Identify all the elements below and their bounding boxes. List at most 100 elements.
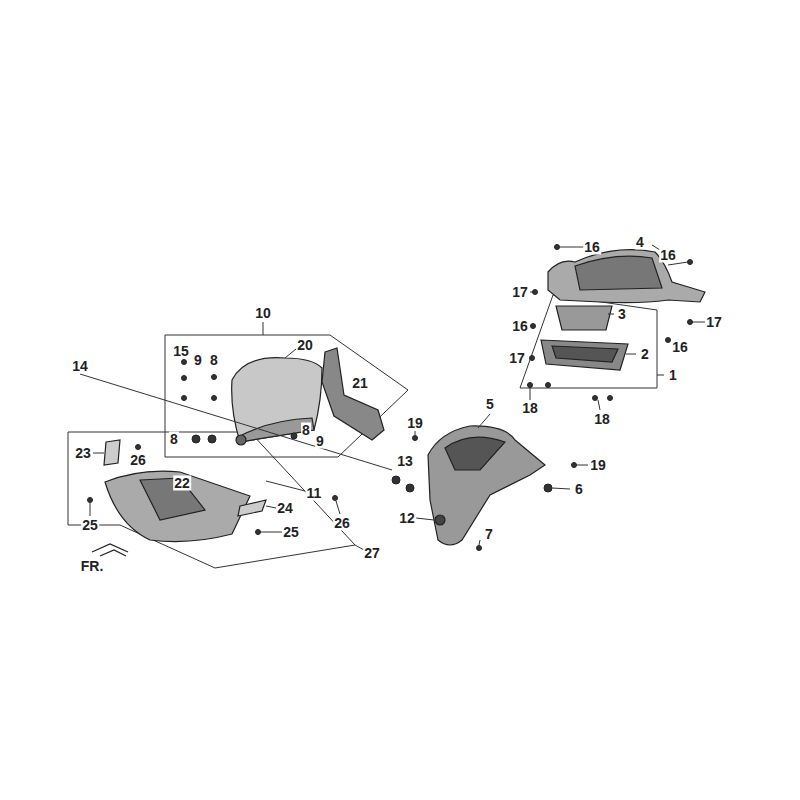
callout-number: 25 — [282, 525, 300, 540]
windscreen — [232, 358, 322, 442]
callout-number: 20 — [296, 338, 314, 353]
fasteners — [212, 375, 217, 380]
group-outline — [165, 335, 408, 457]
front-inner-cover — [428, 426, 545, 545]
callout-number: 13 — [396, 454, 414, 469]
callout-number: 26 — [129, 453, 147, 468]
fasteners — [555, 245, 560, 250]
leader-line — [415, 431, 416, 435]
meter-cover — [548, 250, 705, 303]
windscreen-bracket — [322, 348, 384, 440]
fasteners — [546, 383, 551, 388]
callout-number: 1 — [668, 368, 678, 383]
leader-line — [285, 349, 296, 358]
fasteners — [688, 260, 693, 265]
callout-number: 25 — [81, 518, 99, 533]
group-outline — [68, 432, 355, 568]
group-outline — [68, 295, 664, 568]
fasteners — [192, 435, 200, 443]
fasteners — [212, 396, 217, 401]
fasteners — [182, 396, 187, 401]
fasteners — [533, 290, 538, 295]
leader-line — [80, 245, 705, 545]
meter-panel — [541, 340, 628, 370]
fasteners — [544, 484, 552, 492]
fasteners — [477, 546, 482, 551]
callout-number: 7 — [484, 527, 494, 542]
callout-number: 18 — [593, 412, 611, 427]
meter-panel — [556, 306, 612, 330]
windscreen — [240, 418, 314, 442]
fasteners — [88, 245, 693, 551]
callout-number: 9 — [315, 434, 325, 449]
front-inner-cover — [435, 515, 445, 525]
callout-number: 5 — [485, 397, 495, 412]
callout-number: 16 — [583, 240, 601, 255]
callout-number: 2 — [640, 347, 650, 362]
leader-line — [80, 374, 392, 470]
front-arrow — [92, 544, 128, 556]
fasteners — [208, 435, 216, 443]
callout-number: 21 — [351, 376, 369, 391]
leader-line — [530, 292, 533, 293]
leader-line — [530, 388, 531, 400]
front-arrow — [100, 550, 126, 556]
callout-number: 8 — [169, 432, 179, 447]
leader-line — [266, 481, 305, 491]
fasteners — [666, 338, 671, 343]
callout-number: 14 — [71, 359, 89, 374]
fasteners — [256, 530, 261, 535]
callout-number: 22 — [173, 476, 191, 491]
direction-label: FR. — [80, 559, 105, 574]
callout-number: 12 — [398, 511, 416, 526]
callout-number: 19 — [589, 458, 607, 473]
meter-panel — [541, 306, 628, 370]
front-arrow — [92, 544, 128, 552]
leader-line — [577, 465, 588, 466]
fasteners — [291, 433, 297, 439]
callout-number: 16 — [671, 340, 689, 355]
leader-line — [416, 518, 434, 520]
fasteners — [593, 396, 598, 401]
callout-number: 10 — [254, 306, 272, 321]
fasteners — [413, 436, 418, 441]
callout-number: 17 — [511, 285, 529, 300]
callout-number: 17 — [705, 315, 723, 330]
leader-line — [552, 488, 570, 489]
callout-number: 4 — [635, 235, 645, 250]
windscreen — [232, 358, 322, 445]
fasteners — [88, 498, 93, 503]
group-outline — [263, 322, 264, 335]
leader-line — [336, 501, 340, 514]
leader-line — [478, 414, 490, 428]
callout-number: 19 — [406, 416, 424, 431]
callout-number: 24 — [276, 501, 294, 516]
fasteners — [531, 324, 536, 329]
group-outline — [520, 295, 657, 388]
fasteners — [608, 396, 613, 401]
leader-line — [608, 314, 614, 315]
fasteners — [406, 484, 414, 492]
leader-line — [93, 453, 104, 454]
front-inner-cover — [428, 426, 545, 545]
callout-number: 26 — [333, 516, 351, 531]
meter-cover — [548, 250, 705, 303]
callout-number: 16 — [511, 319, 529, 334]
fasteners — [136, 445, 141, 450]
fasteners — [530, 356, 535, 361]
group-outline — [657, 375, 664, 376]
callout-number: 18 — [521, 401, 539, 416]
belly-fairing — [104, 440, 266, 542]
fasteners — [572, 463, 577, 468]
callout-number: 6 — [574, 482, 584, 497]
meter-panel — [552, 346, 618, 362]
leader-line — [692, 322, 705, 323]
callout-number: 11 — [306, 486, 323, 501]
callout-number: 3 — [617, 307, 627, 322]
leader-line — [266, 506, 276, 508]
callout-number: 8 — [209, 353, 219, 368]
front-inner-cover — [445, 437, 505, 470]
fasteners — [333, 496, 338, 501]
